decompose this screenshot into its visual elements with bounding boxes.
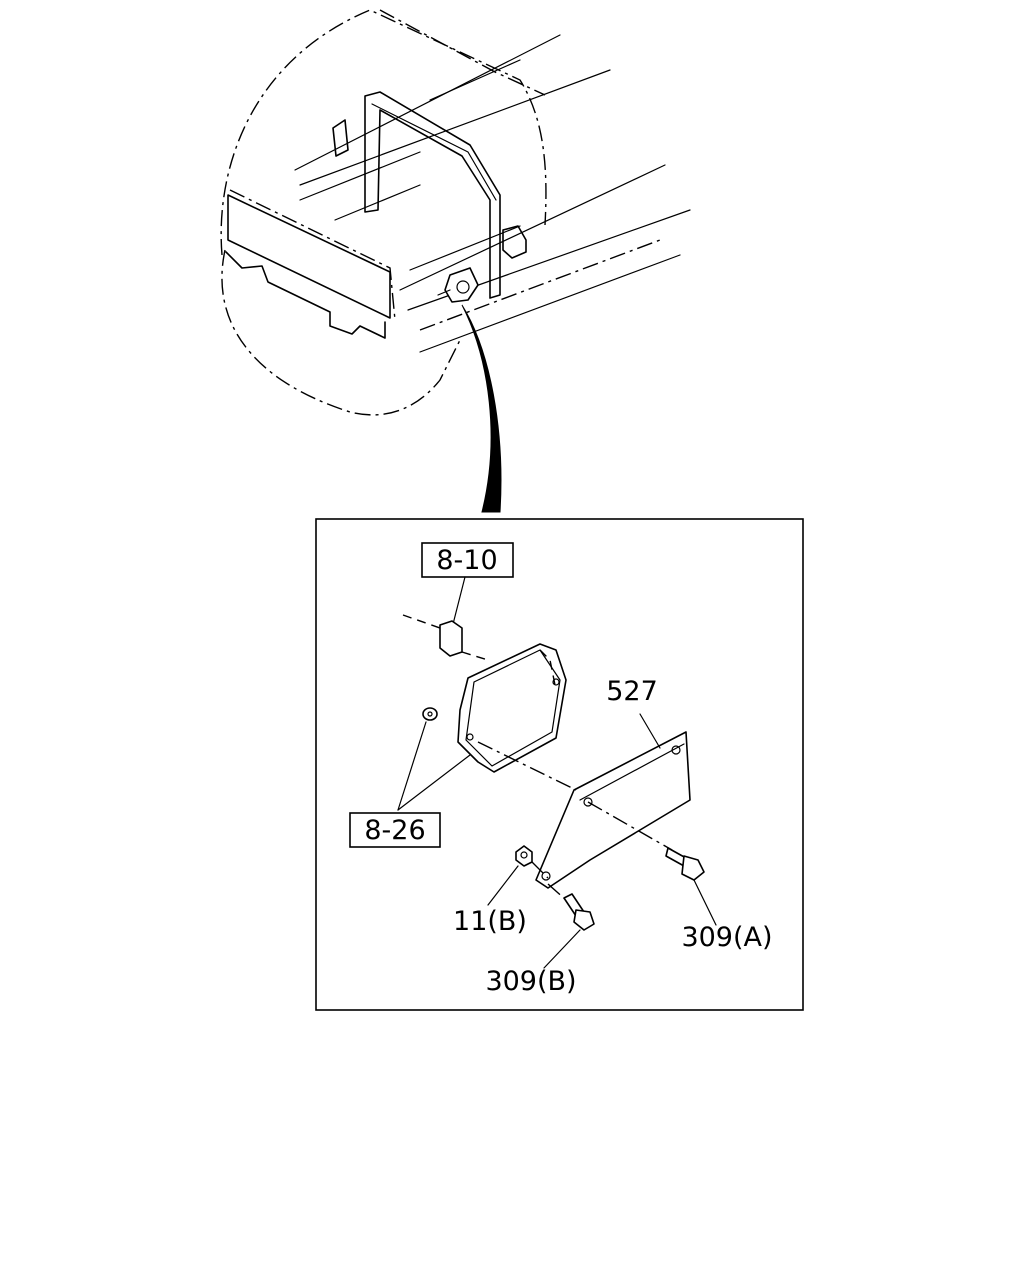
cab-roof-line [379, 9, 546, 96]
part-11b-label: 11(B) [453, 906, 527, 937]
frame-crossmember [429, 59, 521, 101]
bracket-clip-left [332, 119, 349, 157]
ref-8-10-callout: 8-10 [421, 542, 514, 633]
frame-rail-upper-2 [299, 69, 611, 186]
ref-8-26-label: 8-26 [364, 815, 425, 846]
nut-11b: 11(B) [453, 845, 549, 937]
controller-location-marker [437, 267, 479, 303]
part-309b-label: 309(B) [485, 966, 576, 997]
control-unit-module [457, 643, 567, 773]
frame-center-line [419, 239, 661, 331]
ref-8-10-label: 8-10 [436, 545, 497, 576]
detail-leader-arrow [461, 304, 502, 513]
cab-front-edge [229, 189, 396, 321]
frame-rail-upper-1 [294, 34, 561, 171]
detail-view-frame [315, 518, 804, 1011]
bolt-309a: 309(A) [665, 847, 773, 953]
ref-8-26-callout: 8-26 [349, 721, 471, 848]
mount-alignment-line [477, 741, 577, 791]
cab-lower-outline [221, 249, 461, 416]
bracket-527: 527 [535, 676, 691, 889]
bolt-309b: 309(B) [485, 883, 595, 997]
bracket-clip-right [502, 225, 527, 259]
bumper [225, 251, 386, 339]
frame-rail-upper-3 [299, 151, 421, 201]
part-309a-label: 309(A) [681, 922, 772, 953]
grille-panel [227, 194, 391, 319]
bracket-inner-edge [371, 103, 497, 201]
mount-bracket-frame [364, 91, 501, 299]
washer-part [422, 707, 438, 721]
bolt-alignment-line-a [587, 801, 673, 851]
harness-connector [402, 614, 489, 661]
part-527-label: 527 [606, 676, 658, 707]
frame-rail-lower-3 [419, 254, 681, 353]
cab-outline [220, 9, 547, 256]
vehicle-cab-illustration [220, 9, 691, 513]
frame-rail-mid [409, 225, 521, 271]
frame-rail-lower-1 [399, 164, 666, 291]
